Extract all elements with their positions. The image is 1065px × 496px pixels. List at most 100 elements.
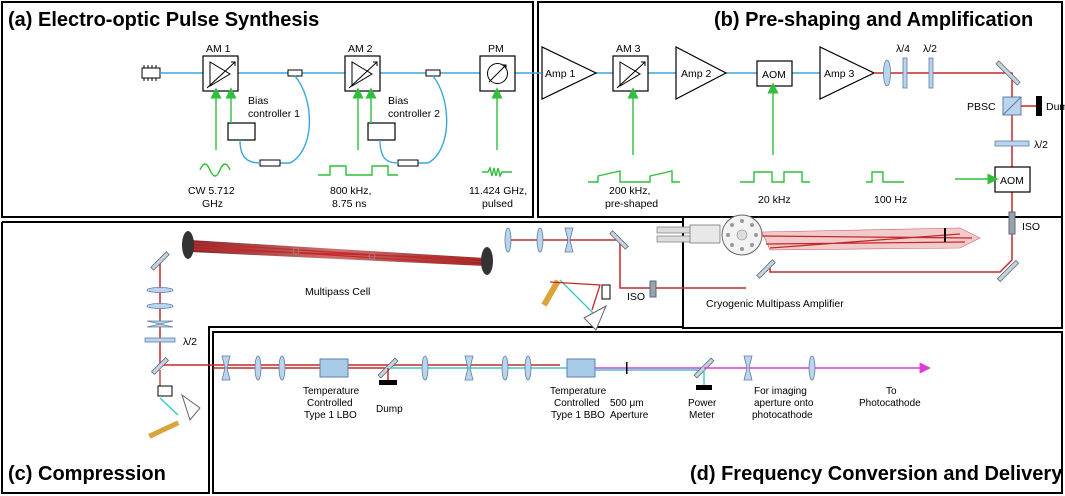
bias-controller-1-label-2: controller 1 <box>248 108 300 120</box>
preshaped-pulse-signal <box>588 170 680 183</box>
aom2-modulator <box>994 166 1031 193</box>
prism <box>601 284 611 300</box>
aom1-modulator <box>756 60 793 87</box>
diverging-lens <box>146 320 174 328</box>
lbo-label-1: Temperature <box>303 386 360 397</box>
power-meter-label-2: Meter <box>689 410 715 421</box>
dump-label: Dump <box>1046 101 1065 113</box>
half-wave-plate <box>928 57 934 89</box>
cw-sine-signal <box>199 163 231 177</box>
cryo-label: Cryogenic Multipass Amplifier <box>706 298 844 310</box>
imaging-label-2: aperture onto <box>754 398 814 409</box>
aperture-label-1: 500 μm <box>610 398 644 409</box>
sig3-label-2: pulsed <box>482 198 513 210</box>
turning-mirror <box>996 259 1020 283</box>
sig-b1-label-1: 200 kHz, <box>609 185 650 197</box>
pbsc-label: PBSC <box>967 101 996 113</box>
power-meter-label-1: Power <box>688 398 717 409</box>
pulse-train-signal <box>318 165 398 176</box>
iso-b-label: ISO <box>1022 221 1040 233</box>
bias-controller-2 <box>367 122 396 141</box>
turning-mirror <box>609 230 629 250</box>
lens <box>536 227 544 253</box>
diverging-lens <box>221 355 231 381</box>
prism <box>157 385 173 397</box>
isolator <box>1008 211 1016 235</box>
panel-b-title: (b) Pre-shaping and Amplification <box>714 9 1033 31</box>
lbo-label-2: Controlled <box>307 398 353 409</box>
beam-dump-d <box>379 380 397 385</box>
panel-a: AM 1 AM 2 PM Bias controller 1 Bias cont… <box>141 43 541 210</box>
diverging-lens <box>564 227 574 253</box>
aperture <box>626 362 628 374</box>
panel-c-title: (c) Compression <box>8 463 166 485</box>
lbo-label-3: Type 1 LBO <box>304 410 357 421</box>
aperture-label-2: Aperture <box>610 410 649 421</box>
am2-modulator <box>344 55 381 92</box>
power-meter <box>696 385 712 390</box>
panel-d-title: (d) Frequency Conversion and Delivery <box>690 463 1063 485</box>
imaging-lens <box>743 355 753 381</box>
bbo-label-1: Temperature <box>550 386 607 397</box>
bias-controller-1 <box>227 122 256 141</box>
rf-burst-signal <box>482 165 512 179</box>
lens <box>254 355 262 381</box>
lens <box>146 303 174 309</box>
retroreflector <box>181 393 201 422</box>
am3-modulator <box>612 55 649 92</box>
half-wave-plate-2 <box>994 140 1030 147</box>
hwp2-label: λ/2 <box>1034 139 1048 151</box>
qwp-label: λ/4 <box>896 43 910 55</box>
isolator-c <box>649 280 657 298</box>
sig3-label-1: 11.424 GHz, <box>469 185 527 197</box>
am3-label: AM 3 <box>616 43 641 55</box>
amp1-amplifier <box>541 46 598 100</box>
lens <box>504 227 512 253</box>
imaging-label-3: photocathode <box>752 410 813 421</box>
modulator-icon <box>348 61 378 89</box>
bbo-label-3: Type 1 BBO <box>551 410 605 421</box>
fiber-tap <box>259 159 281 167</box>
lens <box>146 287 174 293</box>
grating-c2 <box>148 420 180 439</box>
sig2-label-1: 800 kHz, <box>330 185 371 197</box>
modulator-icon <box>616 61 646 89</box>
20khz-pulse-signal <box>740 171 810 183</box>
sig1-label-2: GHz <box>202 198 223 210</box>
phase-modulator-icon <box>487 63 508 84</box>
lens <box>524 355 532 381</box>
bbo-label-2: Controlled <box>554 398 600 409</box>
half-wave-plate-c <box>144 337 176 343</box>
retroreflector <box>583 304 608 331</box>
turning-mirror <box>150 356 170 376</box>
sig2-label-2: 8.75 ns <box>332 198 366 210</box>
hwp-label: λ/2 <box>923 43 937 55</box>
amp3-amplifier <box>819 46 876 100</box>
amp1-label: Amp 1 <box>545 68 576 80</box>
lens <box>421 355 429 381</box>
dump-d-label: Dump <box>376 404 403 415</box>
am1-modulator <box>202 55 239 92</box>
sig-b1-label-2: pre-shaped <box>605 198 658 210</box>
bias-controller-2-label-2: controller 2 <box>388 108 440 120</box>
collimating-lens <box>883 59 891 87</box>
fiber-connector <box>425 69 441 77</box>
seed-laser-icon <box>141 65 161 81</box>
iso-c-label: ISO <box>627 291 645 303</box>
panel-b: Amp 1 AM 3 Amp 2 AOM Amp 3 λ/4 λ/2 PBSC … <box>541 43 1065 310</box>
fiber-connector <box>287 69 303 77</box>
quarter-wave-plate <box>902 57 908 89</box>
turning-mirror <box>150 251 170 271</box>
amp2-label: Amp 2 <box>681 68 712 80</box>
lens <box>501 355 509 381</box>
panel-a-title: (a) Electro-optic Pulse Synthesis <box>8 9 319 31</box>
diverging-lens <box>464 355 474 381</box>
panel-c: ISO Multipass Cell λ/2 <box>144 227 746 439</box>
bias-controller-1-label-1: Bias <box>248 95 268 107</box>
bbo-crystal <box>566 358 596 378</box>
hwp-c-label: λ/2 <box>183 336 197 348</box>
sig1-label-1: CW 5.712 <box>188 185 235 197</box>
imaging-lens-2 <box>808 355 816 381</box>
